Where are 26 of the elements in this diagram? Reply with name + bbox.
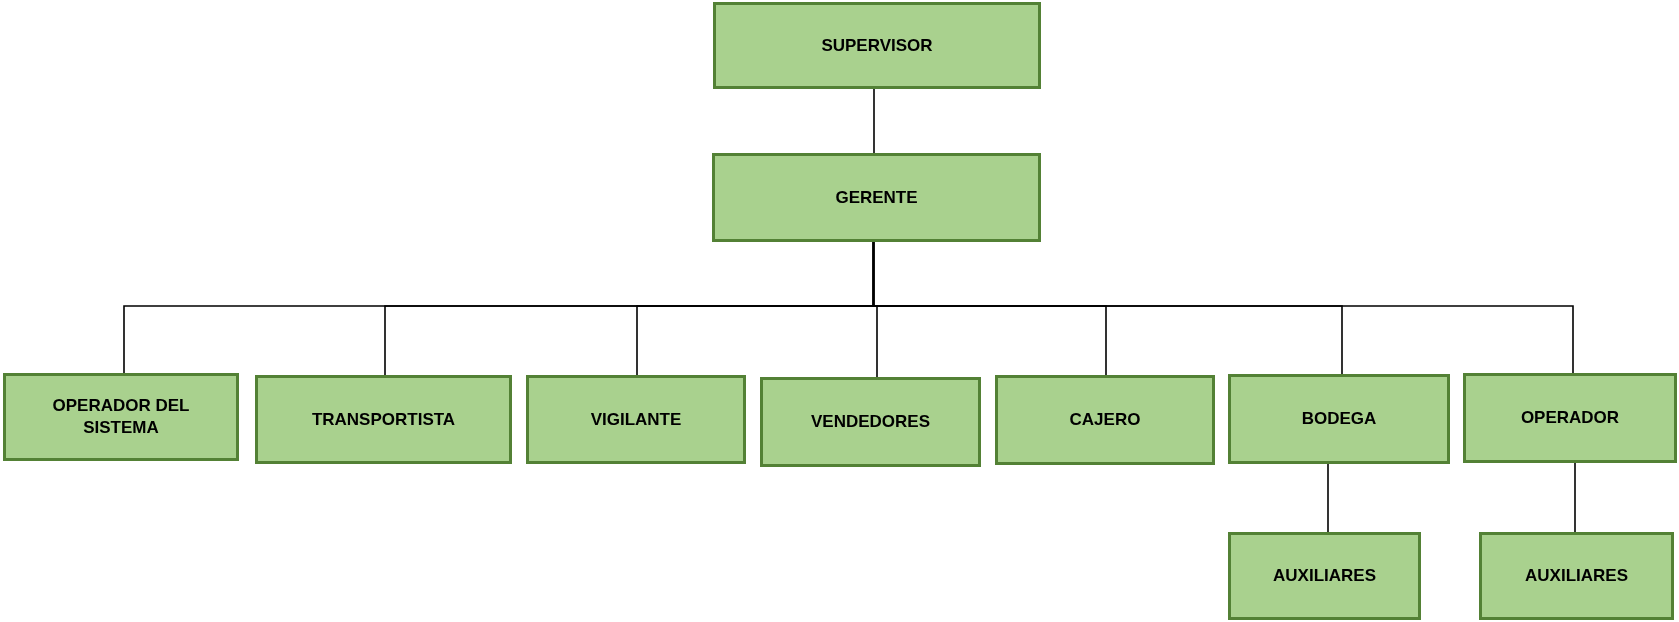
role-box [1228,374,1450,464]
connector-line [1574,462,1576,533]
connector-line [872,241,1574,374]
role-title: AUXILIARES [1273,565,1376,587]
role-title: VIGILANTE [590,408,682,431]
connector-line [873,88,875,154]
role-title: AUXILIARES [1525,565,1628,587]
role-title: OPERADOR [1520,407,1620,429]
role-box [3,373,239,461]
role-box [1228,532,1421,620]
connector-line [1327,463,1329,533]
role-title: VENDEDORES [811,411,930,433]
role-box [1463,373,1677,463]
role-box [526,375,746,464]
role-title: TRANSPORTISTA [311,408,456,431]
role-title: SUPERVISOR [821,34,933,57]
role-title: GERENTE [835,186,918,209]
role-box [995,375,1215,465]
role-title: OPERADOR DEL SISTEMA [51,395,191,439]
role-box [713,2,1041,89]
role-box [712,153,1041,242]
role-box [255,375,512,464]
role-title: BODEGA [1301,408,1377,430]
role-box [1479,532,1674,620]
role-title: CAJERO [1069,409,1141,431]
role-box [760,377,981,467]
